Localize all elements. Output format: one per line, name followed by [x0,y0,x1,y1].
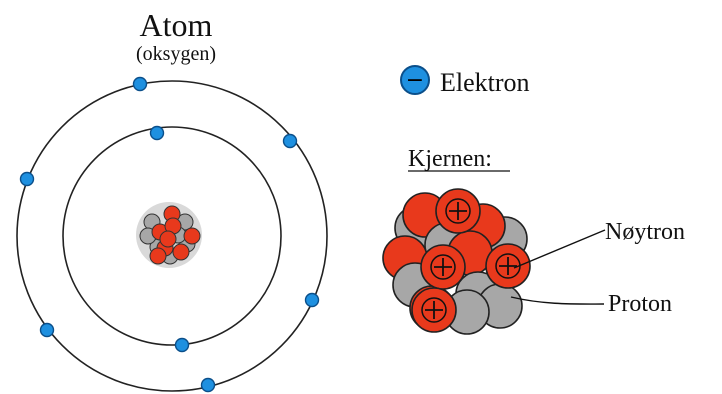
plus-ring [430,254,456,280]
plus-ring [445,198,471,224]
electron [39,322,55,338]
neutron-label: Nøytron [605,219,685,245]
electron [19,171,35,187]
proton-label: Proton [608,291,672,317]
proton-plus-icon [421,297,447,323]
electron [200,377,216,393]
outer-orbit [16,80,328,392]
proton-plus-icon [430,254,456,280]
electron-legend-icon [400,65,430,95]
proton [183,227,201,245]
electron [304,292,320,308]
proton-plus-icon [495,253,521,279]
electrons [19,76,320,393]
nucleus-heading: Kjernen: [408,146,492,172]
electron-legend-symbol: − [406,68,424,93]
proton [159,230,177,248]
proton [149,247,167,265]
diagram-title: Atom [140,7,213,43]
small-nucleus [139,205,201,265]
proton-pointer [510,296,605,305]
neutron-pointer [513,229,606,269]
nucleus-detail [382,188,531,335]
diagram-subtitle: (oksygen) [136,43,216,65]
proton [172,243,190,261]
electron [174,337,190,353]
atom-model [16,76,328,393]
electron [149,125,165,141]
inner-orbit [62,126,282,346]
legend-electron: − Elektron [400,65,530,97]
plus-ring [421,297,447,323]
electron [132,76,148,92]
electron-legend-label: Elektron [440,68,530,97]
proton-plus-icon [445,198,471,224]
electron [282,133,298,149]
